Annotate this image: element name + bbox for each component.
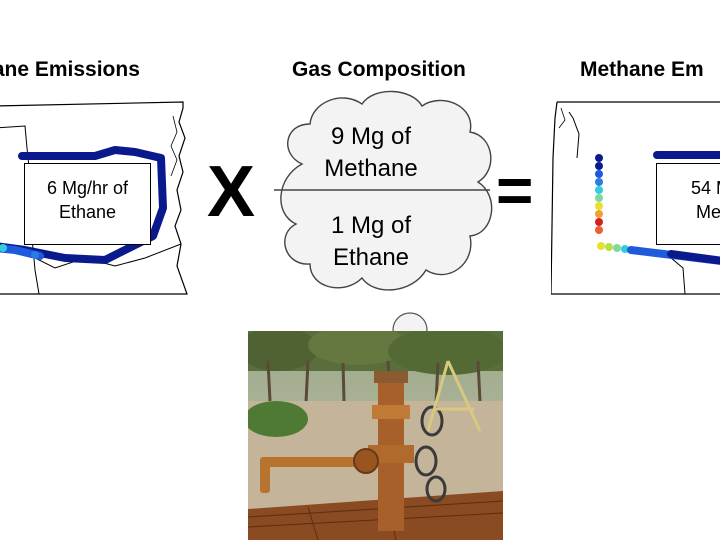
wellhead-photo xyxy=(248,331,503,540)
methane-composition: 9 Mg of Methane xyxy=(291,121,451,185)
right-inset-line2: Meth xyxy=(695,202,720,222)
right-inset-label: 54 Mg Meth xyxy=(656,163,720,245)
left-inset-line2: Ethane xyxy=(58,202,117,222)
right-emissions-map: 54 Mg Meth xyxy=(551,98,720,296)
ethane-line2: Ethane xyxy=(332,244,410,271)
thought-cloud-icon xyxy=(274,90,493,291)
gas-composition-title: Gas Composition xyxy=(292,58,466,81)
right-map-title: Methane Em xyxy=(580,58,704,81)
right-map-outline xyxy=(551,98,720,296)
equals-operator: = xyxy=(496,154,534,226)
left-inset-line1: 6 Mg/hr of xyxy=(46,178,129,198)
ethane-composition: 1 Mg of Ethane xyxy=(291,210,451,274)
left-map-title: hane Emissions xyxy=(0,58,140,81)
right-inset-line1: 54 Mg xyxy=(690,178,720,198)
methane-line1: 9 Mg of xyxy=(330,123,412,150)
multiply-operator: X xyxy=(207,152,256,232)
left-emissions-map: 6 Mg/hr of Ethane xyxy=(0,98,190,296)
ethane-line1: 1 Mg of xyxy=(330,212,412,239)
methane-line2: Methane xyxy=(324,155,418,182)
left-inset-label: 6 Mg/hr of Ethane xyxy=(24,163,151,245)
